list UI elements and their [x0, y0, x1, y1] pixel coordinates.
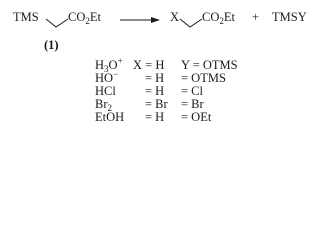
plus-sign: + — [252, 10, 260, 24]
y-value: = Br — [181, 97, 204, 111]
scheme-bonds — [45, 17, 203, 28]
y-value: Y = OTMS — [181, 58, 238, 72]
x-value: = Br — [145, 97, 168, 111]
x-value: = H — [145, 110, 165, 124]
reactant-tms: TMS — [13, 10, 39, 24]
reagent: EtOH — [95, 110, 125, 124]
product-bond — [179, 18, 203, 28]
reactant-ester: CO2Et — [68, 10, 101, 26]
byproduct: TMSY — [272, 10, 307, 24]
x-value: = H — [145, 71, 165, 85]
reagent: Br2 — [95, 97, 112, 113]
compound-label: (1) — [44, 38, 59, 52]
reagent: HO− — [95, 69, 119, 85]
x-value: X = H — [133, 58, 165, 72]
reaction-arrow-head — [151, 17, 160, 23]
reagent: H3O+ — [95, 56, 123, 74]
y-value: = OEt — [181, 110, 212, 124]
reactant-bond — [45, 18, 69, 28]
reagent: HCl — [95, 84, 116, 98]
product-ester: CO2Et — [202, 10, 235, 26]
y-value: = OTMS — [181, 71, 226, 85]
x-value: = H — [145, 84, 165, 98]
y-value: = Cl — [181, 84, 203, 98]
product-x: X — [170, 10, 180, 24]
